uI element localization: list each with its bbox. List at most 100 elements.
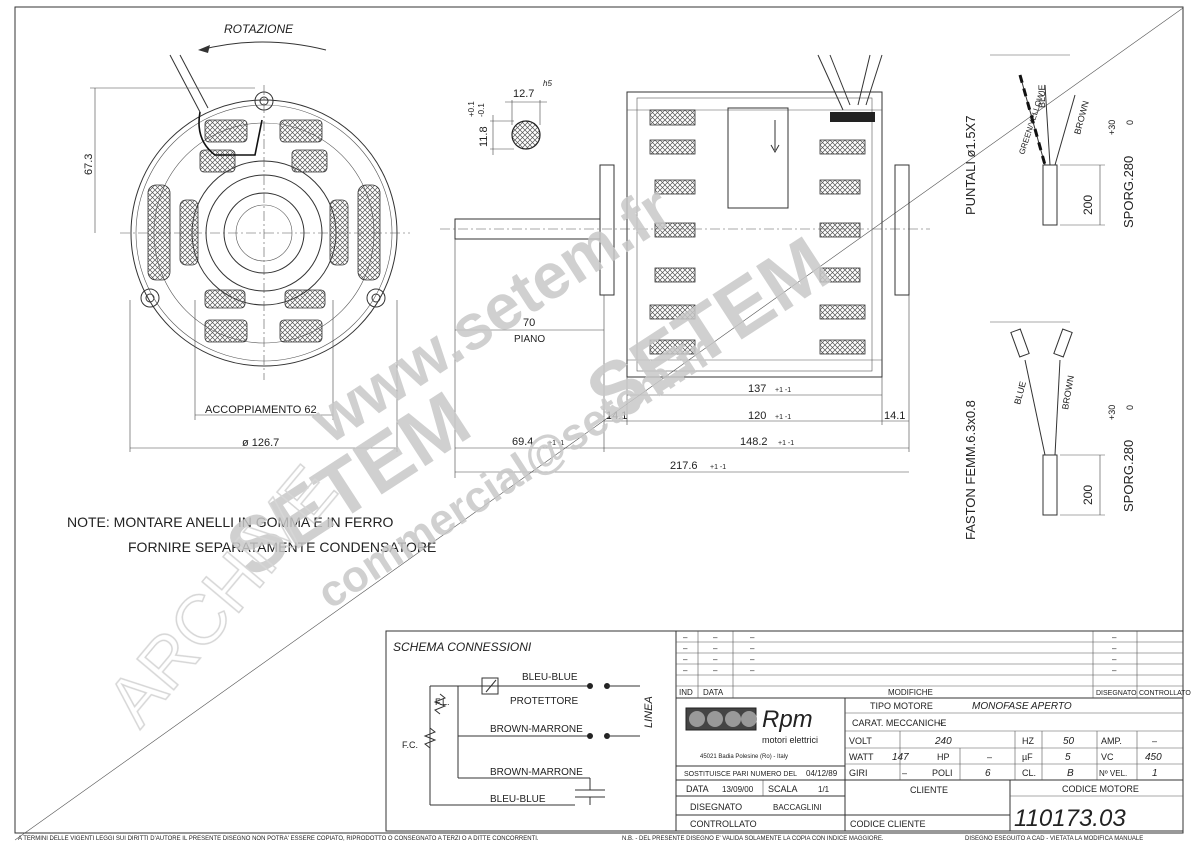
rev-row-1-data: – [713,633,718,642]
motor-body [626,91,883,378]
lead-bottom-sporg: SPORG.280 [1121,440,1136,512]
tipo-motore-label: TIPO MOTORE [870,701,933,711]
brand-logo: Rpm [762,706,813,733]
data-value: 13/09/00 [722,785,754,794]
uf-value: 5 [1065,752,1071,763]
volt-value: 240 [934,736,952,747]
carat-value: – [938,718,943,728]
rev-row-1-mod: – [750,633,755,642]
dim-217-6-tol: +1 -1 [710,464,726,471]
amp-value: – [1152,736,1157,746]
front-view: ROTAZIONE 6 [83,22,410,452]
rev-row-4-dis: – [1112,666,1117,675]
codice-cliente-label: CODICE CLIENTE [850,819,926,829]
lead-top-sp-zero: 0 [1125,120,1135,125]
note-line-2: FORNIRE SEPARATAMENTE CONDENSATORE [128,539,436,555]
carat-label: CARAT. MECCANICHE [852,718,946,728]
hz-value: 50 [1063,736,1075,747]
header-modifiche: MODIFICHE [888,688,933,697]
dim-piano: PIANO [514,334,545,345]
nvel-value: 1 [1152,768,1158,779]
rev-row-3-mod: – [750,655,755,664]
lead-top-title: PUNTALI ø1.5X7 [963,116,978,215]
dim-148-2: 148.2 [740,436,768,448]
vc-label: VC [1101,752,1114,762]
shaft-tol-plus: +0.1 [467,101,476,117]
watt-value: 147 [892,752,909,763]
cliente-label: CLIENTE [910,785,948,795]
lead-top-green: GREEN/YELLOW [1017,92,1045,156]
cl-label: CL. [1022,768,1036,778]
nvel-label: Nº VEL. [1099,769,1127,778]
poli-value: 6 [985,768,991,779]
uf-label: µF [1022,752,1033,762]
rev-row-4-mod: – [750,666,755,675]
lead-top-sp-plus: +30 [1107,120,1117,135]
dim-120-tol: +1 -1 [775,414,791,421]
cl-value: B [1067,768,1074,779]
lead-top-sporg: SPORG.280 [1121,156,1136,228]
dim-14-1-left: 14.1 [606,410,627,422]
giri-value: – [902,768,907,778]
lead-bottom-blue: BLUE [1012,380,1028,405]
lead-bottom-sp-zero: 0 [1125,405,1135,410]
scala-value: 1/1 [818,785,830,794]
schema-fc: F.C. [402,740,418,750]
shaft-height: 11.8 [478,126,490,147]
rotation-arrowhead [198,45,210,53]
lead-detail-top: PUNTALI ø1.5X7 BLUE GREEN/YELLOW BROWN 2… [963,54,1136,228]
watermark-archive: ARCHIVE [92,451,352,740]
dim-120: 120 [748,410,766,422]
hz-label: HZ [1022,736,1034,746]
rev-row-2-dis: – [1112,644,1117,653]
sheet-border [14,6,1184,834]
scala-label: SCALA [768,784,798,794]
note-line-1: NOTE: MONTARE ANELLI IN GOMMA E IN FERRO [67,514,394,530]
controllato-label: CONTROLLATO [690,819,757,829]
rev-row-3-ind: – [683,655,688,664]
dim-217-6: 217.6 [670,460,698,472]
dim-148-2-tol: +1 -1 [778,440,794,447]
dim-70: 70 [523,317,535,329]
lead-top-length: 200 [1081,195,1095,215]
schema-fl: F.L. [435,697,450,707]
sostituisce-label: SOSTITUISCE PARI NUMERO DEL [684,771,797,778]
side-view: 70 PIANO 137 +1 -1 14.1 120 +1 -1 14.1 6… [440,54,930,478]
footer-validity: N.B. - DEL PRESENTE DISEGNO E' VALIDA SO… [622,836,884,842]
footer-copyright: A TERMINI DELLE VIGENTI LEGGI SUI DIRITT… [18,836,539,842]
schema-bleu-2: BLEU-BLUE [490,794,546,805]
volt-label: VOLT [849,736,872,746]
title-block: – – – – – – – – – – – – – – – – IND DATA… [675,630,1191,832]
dim-67-3: 67.3 [83,154,95,175]
shaft-tolerance: h5 [543,79,552,88]
connection-schema: SCHEMA CONNESSIONI BLEU-BLUE PROTETTORE … [385,630,677,832]
codice-motore-label: CODICE MOTORE [1062,784,1139,794]
dim-14-1-right: 14.1 [884,410,905,422]
dim-137-tol: +1 -1 [775,387,791,394]
dim-69-4: 69.4 [512,436,533,448]
giri-label: GIRI [849,768,868,778]
codice-motore-value: 110173.03 [1014,805,1126,832]
rev-row-4-data: – [713,666,718,675]
shaft-width: 12.7 [513,88,534,100]
hp-value: – [987,752,992,762]
rev-row-2-data: – [713,644,718,653]
tipo-motore-value: MONOFASE APERTO [972,701,1072,712]
shaft-section: 12.7 h5 11.8 +0.1 -0.1 [467,79,552,155]
vc-value: 450 [1145,752,1162,763]
rev-row-3-dis: – [1112,655,1117,664]
schema-title: SCHEMA CONNESSIONI [393,640,532,654]
header-disegnato: DISEGNATO [1096,690,1137,697]
header-data: DATA [703,688,724,697]
lead-detail-bottom: FASTON FEMM.6.3x0.8 BLUE BROWN 200 SPORG… [963,321,1136,540]
rev-row-1-ind: – [683,633,688,642]
schema-protettore: PROTETTORE [510,696,578,707]
rev-row-4-ind: – [683,666,688,675]
schema-brown-1: BROWN-MARRONE [490,724,583,735]
diagonal-line [14,7,1184,841]
lead-bottom-length: 200 [1081,485,1095,505]
brand-subtitle: motori elettrici [762,735,818,745]
header-controllato: CONTROLLATO [1139,690,1191,697]
brand-address: 45021 Badia Polesine (Ro) - Italy [700,754,788,760]
lead-bottom-title: FASTON FEMM.6.3x0.8 [963,400,978,540]
